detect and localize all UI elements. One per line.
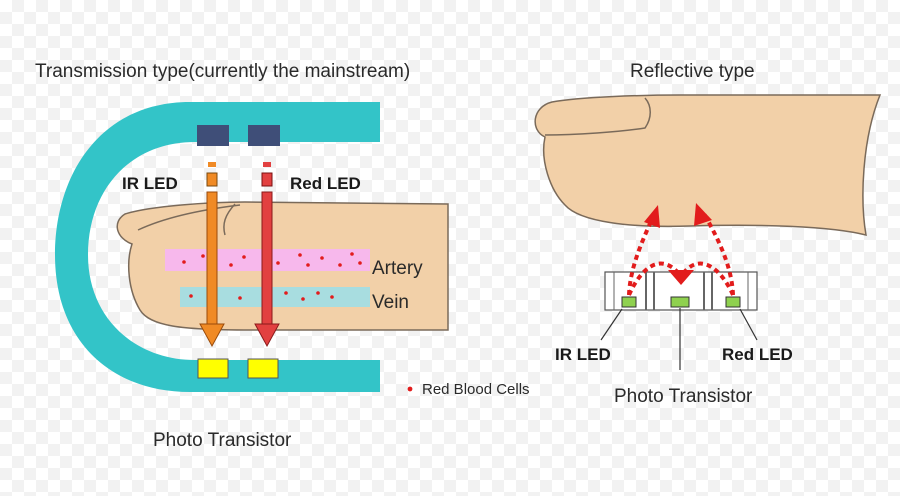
photo-transistor-label: Photo Transistor: [153, 430, 292, 451]
red-light-arrow: [254, 191, 280, 348]
finger-reflective: [534, 94, 882, 237]
red-blood-cell-legend-dot: [407, 386, 413, 392]
red-led-label: Red LED: [290, 174, 361, 193]
red-blood-cells: [182, 252, 362, 301]
reflective-arrowhead-center: [668, 270, 694, 285]
finger-clip: [55, 102, 380, 392]
ir-light-arrow: [199, 191, 225, 348]
reflective-leader-lines: [600, 308, 758, 370]
finger-nail-line: [137, 204, 241, 231]
red-led-chip: [261, 172, 273, 187]
vein-band: [180, 287, 370, 307]
photo-transistor-right: [247, 358, 279, 379]
reflective-ir-led-label: IR LED: [555, 345, 611, 364]
reflective-title: Reflective type: [630, 61, 755, 82]
ir-led-block: [197, 125, 229, 146]
photo-transistor-left: [197, 358, 229, 379]
ir-led-chip: [206, 172, 218, 187]
artery-label: Artery: [372, 258, 423, 279]
transmission-title: Transmission type(currently the mainstre…: [35, 61, 410, 82]
vein-label: Vein: [372, 292, 409, 313]
ir-led-label: IR LED: [122, 174, 178, 193]
finger-nail-curve: [223, 203, 236, 236]
reflective-arrowhead-left: [644, 205, 660, 228]
red-led-block: [248, 125, 280, 146]
reflective-nail-line: [544, 97, 651, 136]
red-blood-cells-label: Red Blood Cells: [422, 381, 530, 398]
reflective-arrowhead-right: [694, 203, 712, 226]
reflective-photo-transistor-label: Photo Transistor: [614, 386, 753, 407]
reflective-red-led-label: Red LED: [722, 345, 793, 364]
red-led-chip-top: [263, 162, 271, 167]
ir-led-chip-top: [208, 162, 216, 167]
